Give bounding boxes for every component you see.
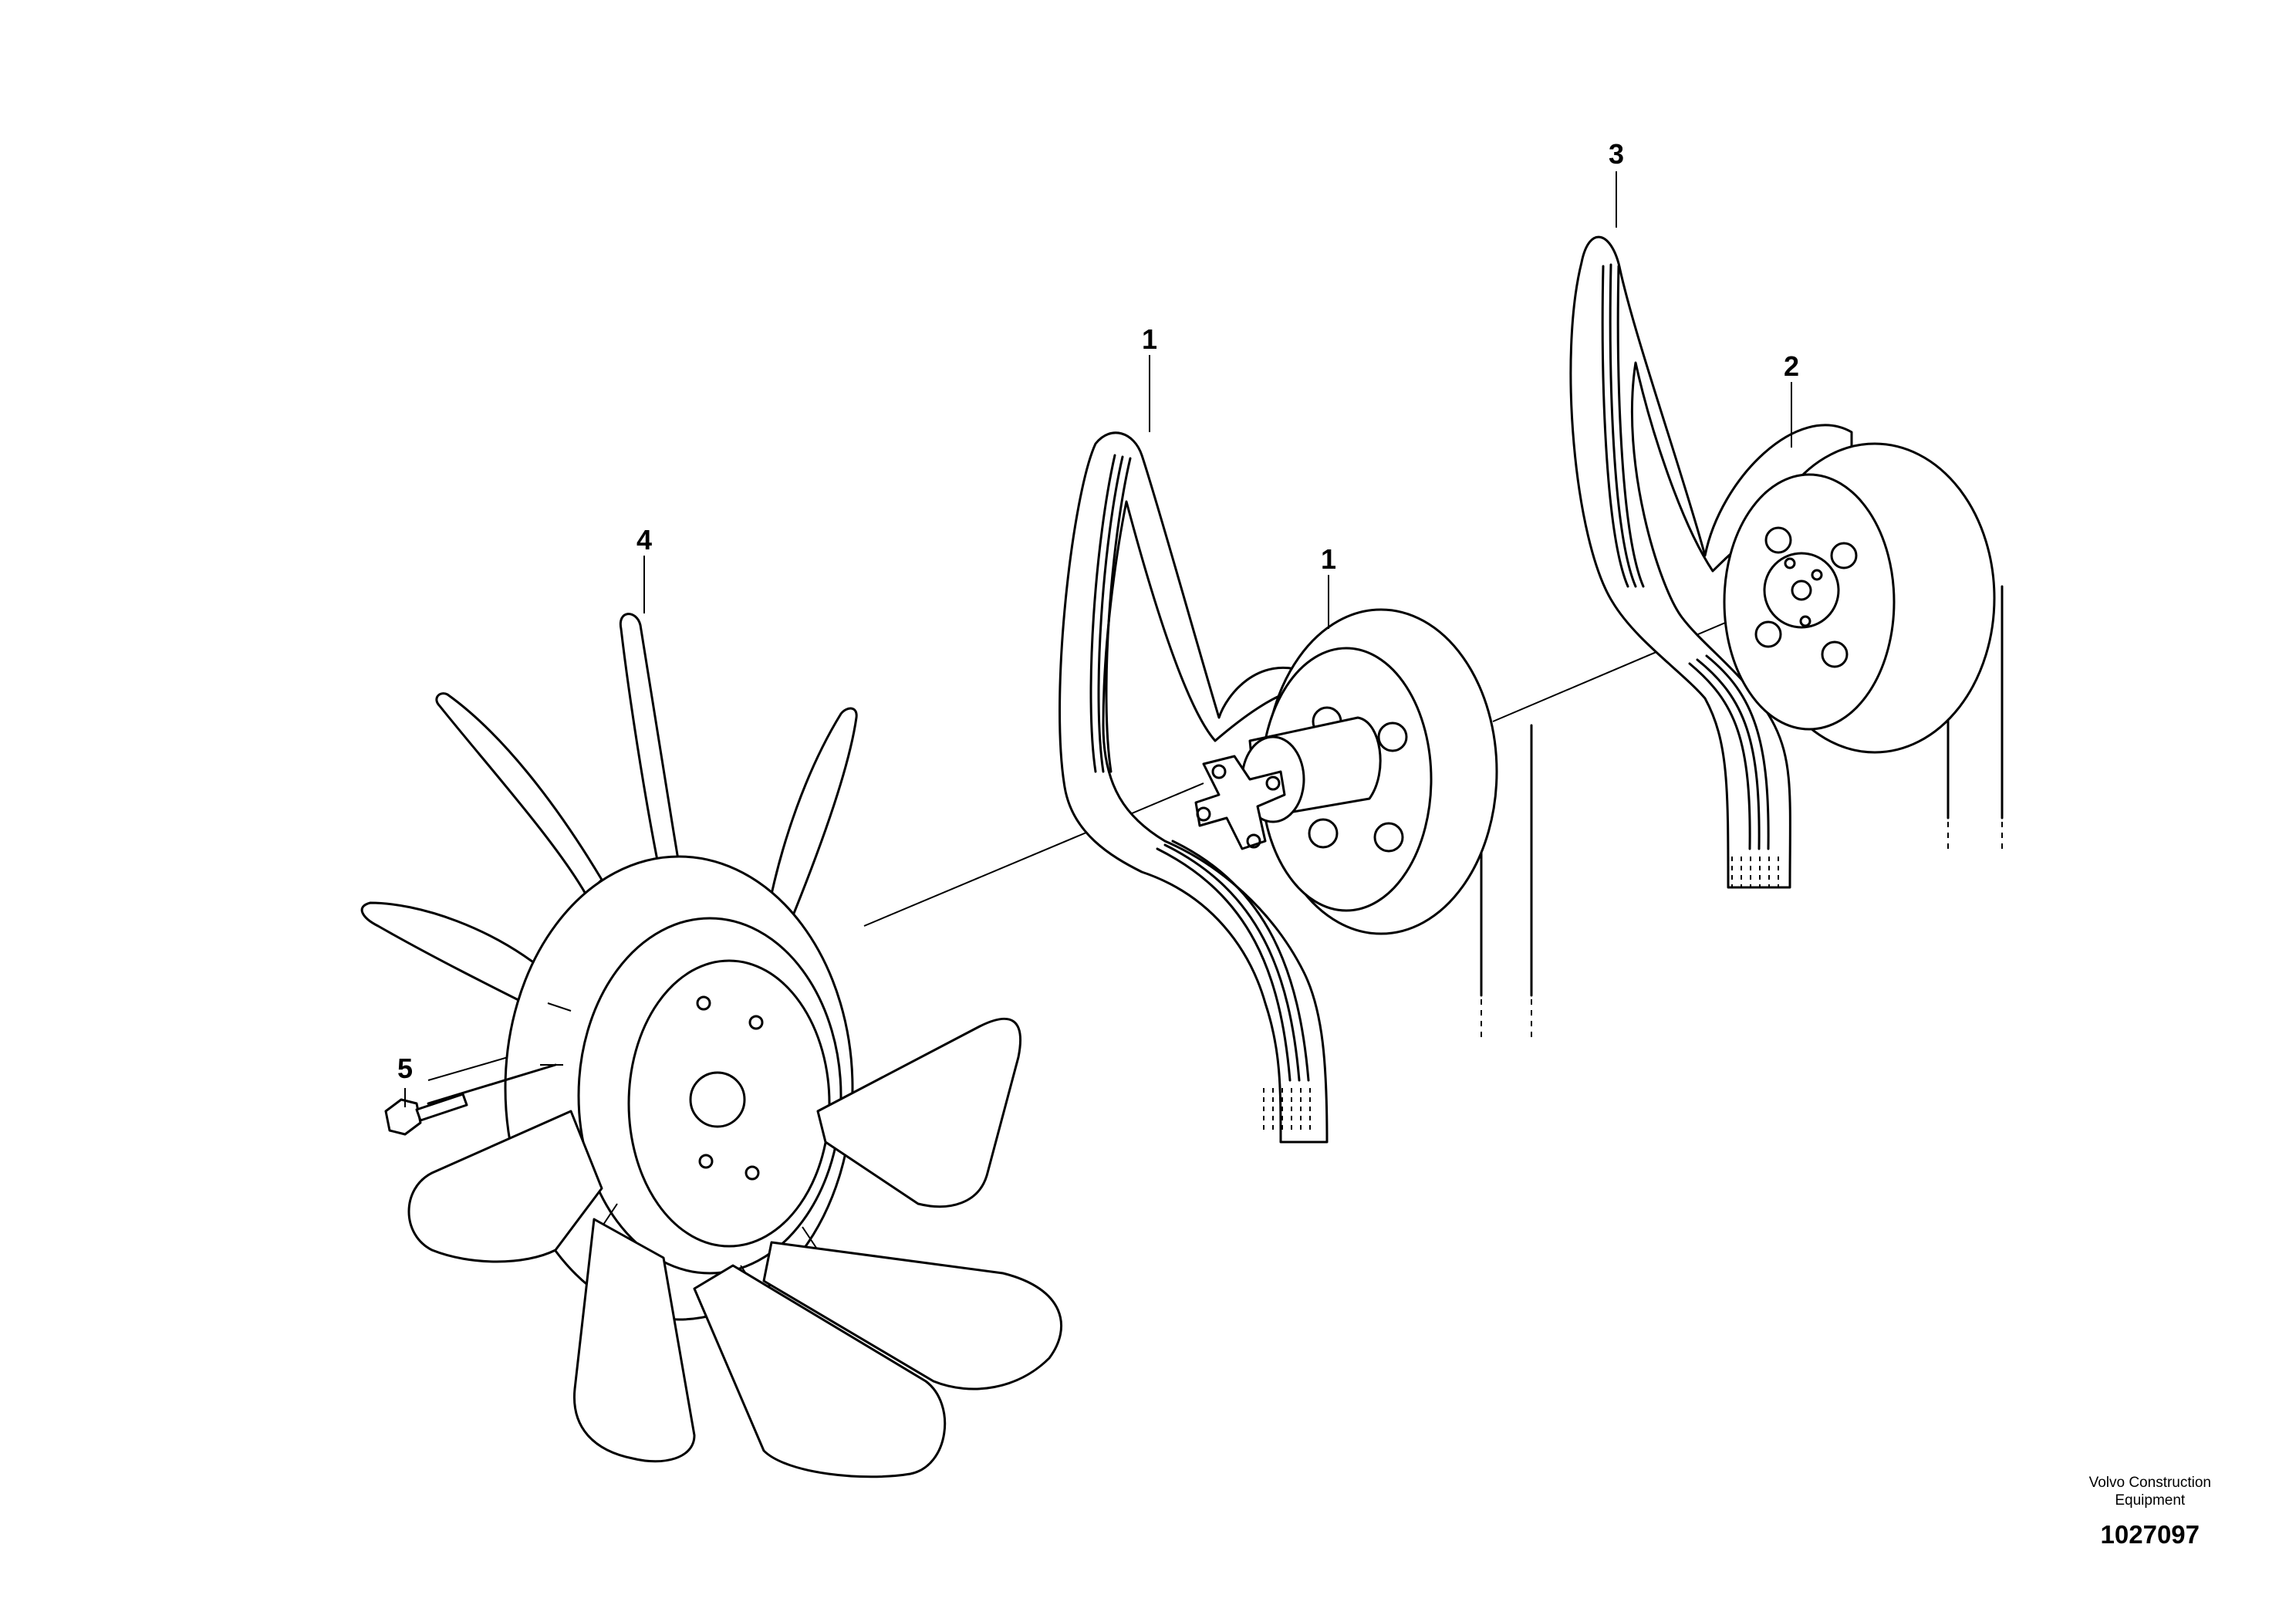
front-pulley-and-hub	[1194, 608, 1498, 935]
callout-hub-front: 1	[1320, 543, 1337, 575]
callout-fan: 4	[636, 524, 653, 556]
callout-belt-front: 1	[1141, 323, 1158, 355]
callout-pulley-rear: 2	[1783, 350, 1800, 382]
company-name-line2: Equipment	[2115, 1492, 2186, 1509]
cooling-fan	[360, 613, 1062, 1478]
drawing-stamp: Volvo Construction Equipment 1027097	[2089, 1474, 2211, 1549]
drawing-number: 1027097	[2100, 1520, 2200, 1549]
callout-belt-rear: 3	[1608, 138, 1625, 170]
rear-pulley	[1723, 442, 1996, 754]
fan-bolt	[384, 1063, 557, 1136]
callout-leaders	[404, 171, 1792, 1107]
front-poly-v-belt	[1059, 431, 1533, 1144]
callout-bolt: 5	[397, 1053, 414, 1084]
rear-poly-v-belt	[1569, 235, 2004, 889]
company-name-line1: Volvo Construction	[2088, 1475, 2211, 1491]
